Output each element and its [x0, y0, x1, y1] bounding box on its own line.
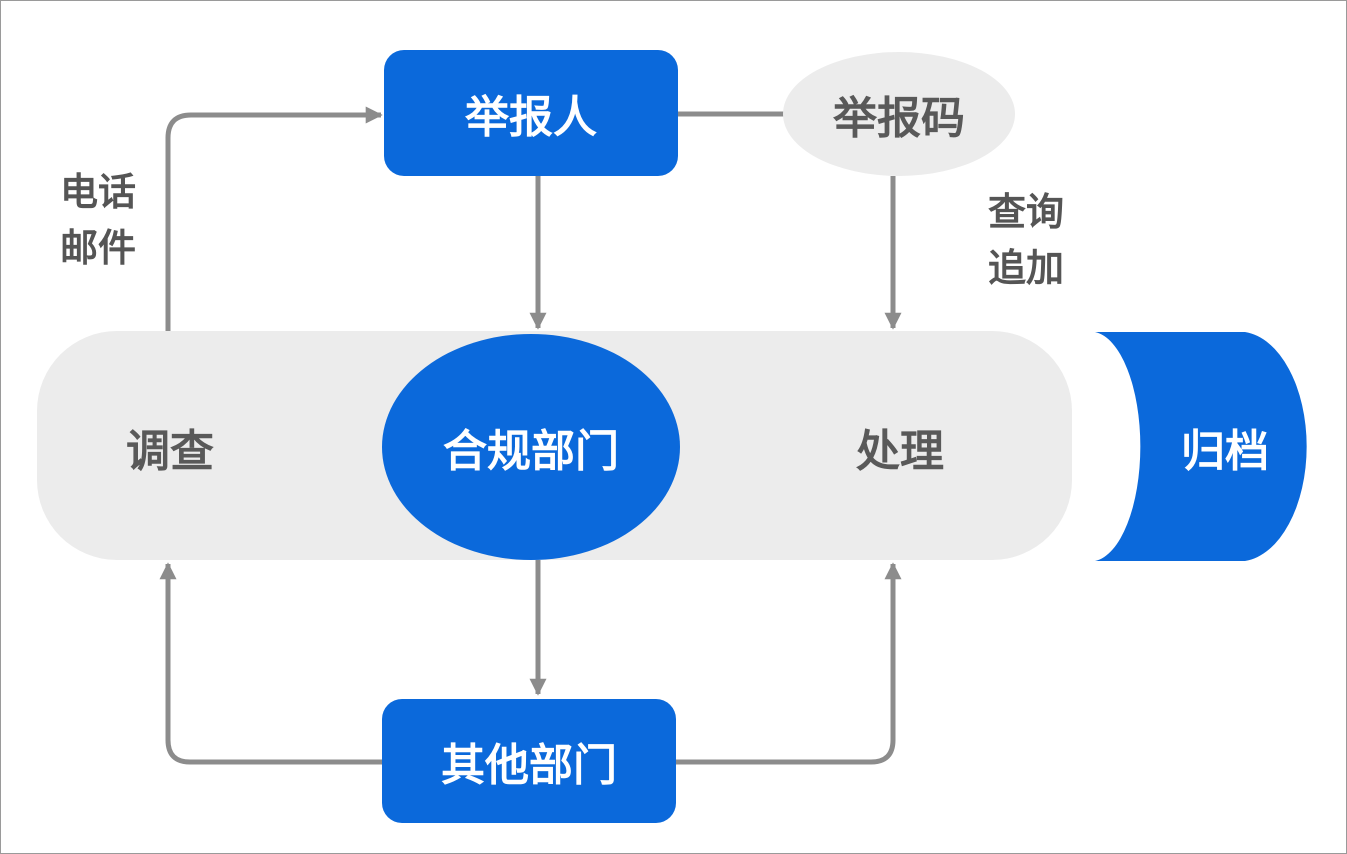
reporter-node: 举报人	[384, 50, 678, 176]
archive-tab	[1095, 332, 1307, 561]
mail-label: 邮件	[59, 226, 136, 270]
phone-label: 电话	[59, 170, 136, 214]
archive-label: 归档	[1181, 426, 1269, 477]
other-dept-node: 其他部门	[382, 699, 676, 823]
arrow-other-to-investigate	[159, 562, 382, 765]
report-code-label: 举报码	[833, 93, 965, 144]
append-label: 追加	[987, 246, 1064, 290]
compliance-dept-label: 合规部门	[443, 426, 619, 477]
compliance-dept-bubble	[382, 334, 680, 560]
reporter-label: 举报人	[465, 92, 597, 143]
handle-label: 处理	[856, 426, 944, 477]
followup-labels: 查询 追加	[968, 184, 1084, 296]
arrow-investigate-to-reporter	[165, 106, 383, 331]
query-label: 查询	[987, 190, 1064, 234]
investigate-label: 调查	[126, 426, 214, 477]
arrow-other-to-handle	[675, 562, 902, 765]
other-dept-label: 其他部门	[441, 740, 617, 791]
channel-labels: 电话 邮件	[40, 164, 156, 276]
report-code-bubble	[783, 52, 1015, 176]
